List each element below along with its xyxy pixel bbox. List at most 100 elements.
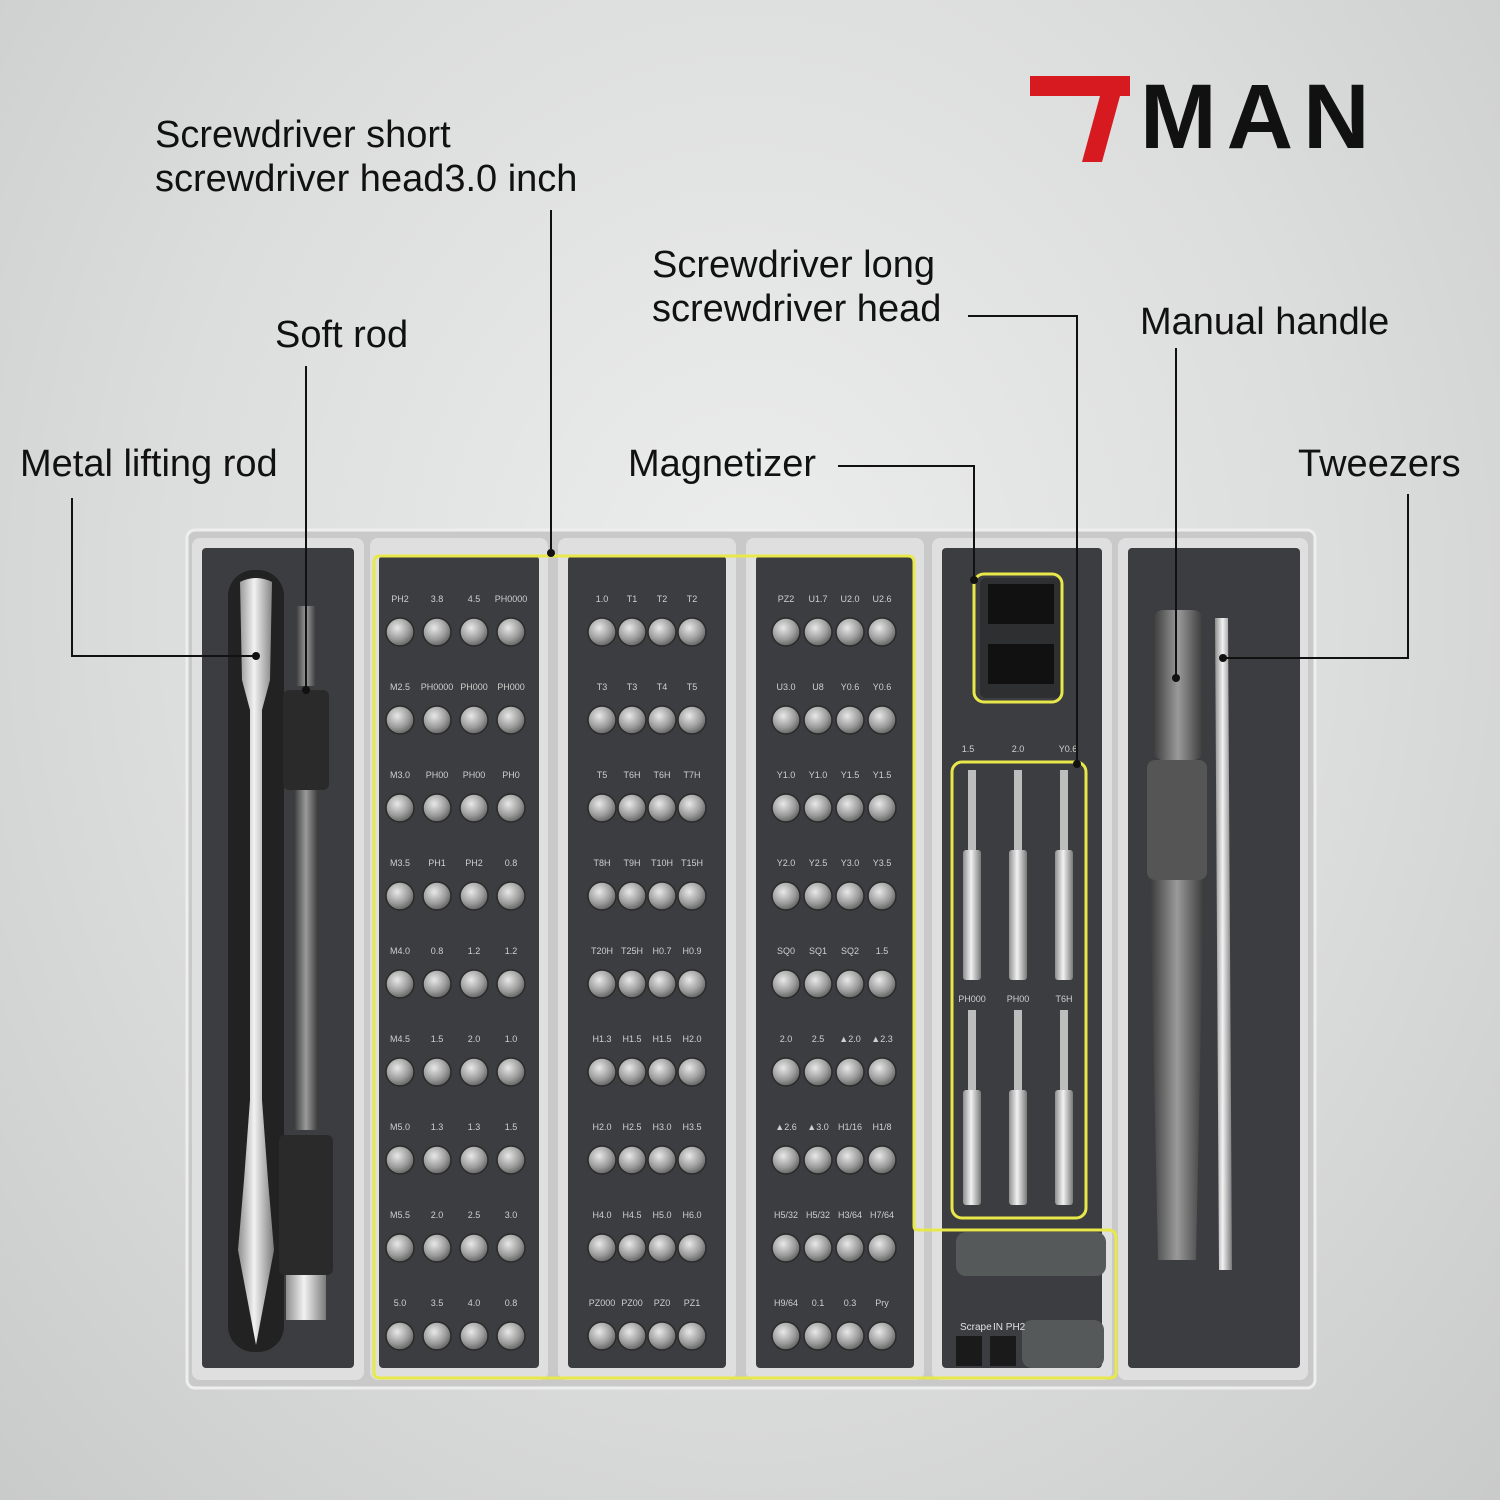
bit-head[interactable] bbox=[803, 969, 833, 999]
bit-head[interactable] bbox=[867, 1233, 897, 1263]
bit-head[interactable] bbox=[617, 1321, 647, 1351]
bit-head[interactable] bbox=[587, 969, 617, 999]
bit-head[interactable] bbox=[385, 793, 415, 823]
bit-head[interactable] bbox=[617, 793, 647, 823]
bit-head[interactable] bbox=[496, 1145, 526, 1175]
bit-head[interactable] bbox=[771, 969, 801, 999]
bit-head[interactable] bbox=[647, 1057, 677, 1087]
bit-head[interactable] bbox=[867, 969, 897, 999]
bit-head[interactable] bbox=[617, 705, 647, 735]
bit-head[interactable] bbox=[496, 1057, 526, 1087]
bit-head[interactable] bbox=[587, 881, 617, 911]
bit-head[interactable] bbox=[647, 705, 677, 735]
bit-head[interactable] bbox=[459, 1233, 489, 1263]
bit-head[interactable] bbox=[803, 705, 833, 735]
bit-head[interactable] bbox=[677, 1145, 707, 1175]
bit-head[interactable] bbox=[422, 617, 452, 647]
long-bit-shank[interactable] bbox=[963, 1090, 981, 1205]
bit-head[interactable] bbox=[803, 1233, 833, 1263]
bit-head[interactable] bbox=[422, 1145, 452, 1175]
bit-head[interactable] bbox=[867, 881, 897, 911]
bit-head[interactable] bbox=[835, 1233, 865, 1263]
bit-head[interactable] bbox=[771, 1233, 801, 1263]
bit-head[interactable] bbox=[587, 1233, 617, 1263]
bit-head[interactable] bbox=[422, 793, 452, 823]
bit-head[interactable] bbox=[385, 1321, 415, 1351]
bit-head[interactable] bbox=[867, 617, 897, 647]
bit-head[interactable] bbox=[867, 1145, 897, 1175]
long-bit-shank[interactable] bbox=[1055, 1090, 1073, 1205]
bit-head[interactable] bbox=[587, 705, 617, 735]
bit-head[interactable] bbox=[617, 1233, 647, 1263]
bit-head[interactable] bbox=[803, 1057, 833, 1087]
bit-head[interactable] bbox=[677, 617, 707, 647]
bit-head[interactable] bbox=[587, 1145, 617, 1175]
bit-head[interactable] bbox=[867, 705, 897, 735]
bit-head[interactable] bbox=[803, 617, 833, 647]
bit-head[interactable] bbox=[422, 705, 452, 735]
bit-head[interactable] bbox=[385, 617, 415, 647]
bit-head[interactable] bbox=[867, 1057, 897, 1087]
bit-head[interactable] bbox=[459, 705, 489, 735]
bit-head[interactable] bbox=[771, 881, 801, 911]
bit-head[interactable] bbox=[422, 1321, 452, 1351]
bit-head[interactable] bbox=[617, 969, 647, 999]
bit-head[interactable] bbox=[677, 1321, 707, 1351]
bit-head[interactable] bbox=[385, 881, 415, 911]
bit-head[interactable] bbox=[835, 1321, 865, 1351]
bit-head[interactable] bbox=[771, 1057, 801, 1087]
bit-head[interactable] bbox=[459, 617, 489, 647]
bit-head[interactable] bbox=[771, 1321, 801, 1351]
bit-head[interactable] bbox=[835, 1145, 865, 1175]
bit-head[interactable] bbox=[867, 1321, 897, 1351]
bit-head[interactable] bbox=[617, 1057, 647, 1087]
bit-head[interactable] bbox=[867, 793, 897, 823]
long-bit-shank[interactable] bbox=[1009, 1090, 1027, 1205]
bit-head[interactable] bbox=[835, 793, 865, 823]
bit-head[interactable] bbox=[617, 881, 647, 911]
bit-head[interactable] bbox=[587, 1321, 617, 1351]
bit-head[interactable] bbox=[803, 881, 833, 911]
bit-head[interactable] bbox=[835, 1057, 865, 1087]
bit-head[interactable] bbox=[647, 1321, 677, 1351]
bit-head[interactable] bbox=[459, 1321, 489, 1351]
bit-head[interactable] bbox=[803, 1145, 833, 1175]
bit-head[interactable] bbox=[587, 617, 617, 647]
long-bit-shank[interactable] bbox=[1055, 850, 1073, 980]
bit-head[interactable] bbox=[422, 1233, 452, 1263]
bit-head[interactable] bbox=[771, 617, 801, 647]
bit-head[interactable] bbox=[496, 881, 526, 911]
bit-head[interactable] bbox=[385, 969, 415, 999]
bit-head[interactable] bbox=[677, 969, 707, 999]
bit-head[interactable] bbox=[835, 969, 865, 999]
bit-head[interactable] bbox=[422, 881, 452, 911]
bit-head[interactable] bbox=[677, 705, 707, 735]
bit-head[interactable] bbox=[617, 617, 647, 647]
bit-head[interactable] bbox=[771, 793, 801, 823]
bit-head[interactable] bbox=[496, 617, 526, 647]
bit-head[interactable] bbox=[771, 705, 801, 735]
bit-head[interactable] bbox=[647, 969, 677, 999]
bit-head[interactable] bbox=[835, 705, 865, 735]
bit-head[interactable] bbox=[835, 617, 865, 647]
bit-head[interactable] bbox=[422, 969, 452, 999]
bit-head[interactable] bbox=[496, 1321, 526, 1351]
bit-head[interactable] bbox=[459, 969, 489, 999]
bit-head[interactable] bbox=[771, 1145, 801, 1175]
bit-head[interactable] bbox=[647, 1145, 677, 1175]
bit-head[interactable] bbox=[677, 1057, 707, 1087]
bit-head[interactable] bbox=[385, 1233, 415, 1263]
bit-head[interactable] bbox=[803, 793, 833, 823]
bit-head[interactable] bbox=[647, 881, 677, 911]
bit-head[interactable] bbox=[459, 1145, 489, 1175]
bit-head[interactable] bbox=[647, 617, 677, 647]
bit-head[interactable] bbox=[647, 793, 677, 823]
bit-head[interactable] bbox=[385, 705, 415, 735]
bit-head[interactable] bbox=[647, 1233, 677, 1263]
bit-head[interactable] bbox=[587, 1057, 617, 1087]
bit-head[interactable] bbox=[803, 1321, 833, 1351]
bit-head[interactable] bbox=[459, 793, 489, 823]
bit-head[interactable] bbox=[496, 793, 526, 823]
bit-head[interactable] bbox=[835, 881, 865, 911]
bit-head[interactable] bbox=[496, 705, 526, 735]
